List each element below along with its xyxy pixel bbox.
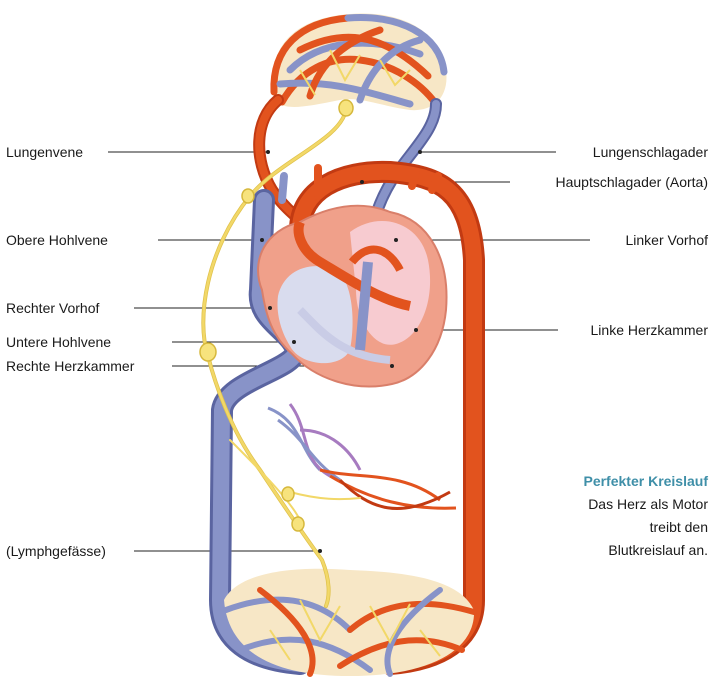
label-rechte-herzkammer: Rechte Herzkammer [6,358,134,374]
caption-line-3: Blutkreislauf an. [508,539,708,562]
label-linker-vorhof: Linker Vorhof [626,232,709,248]
label-lymphgefaesse: (Lymphgefässe) [6,543,106,559]
label-linke-herzkammer: Linke Herzkammer [591,322,708,338]
label-untere-hohlvene: Untere Hohlvene [6,334,111,350]
caption: Perfekter Kreislauf Das Herz als Motor t… [508,470,708,562]
label-obere-hohlvene: Obere Hohlvene [6,232,108,248]
caption-line-2: treibt den [508,516,708,539]
label-lungenschlagader: Lungenschlagader [593,144,708,160]
caption-line-1: Das Herz als Motor [508,493,708,516]
label-rechter-vorhof: Rechter Vorhof [6,300,99,316]
label-hauptschlagader: Hauptschlagader (Aorta) [555,174,708,190]
lung-capillaries [272,13,447,110]
label-lungenvene: Lungenvene [6,144,83,160]
caption-title: Perfekter Kreislauf [508,470,708,493]
